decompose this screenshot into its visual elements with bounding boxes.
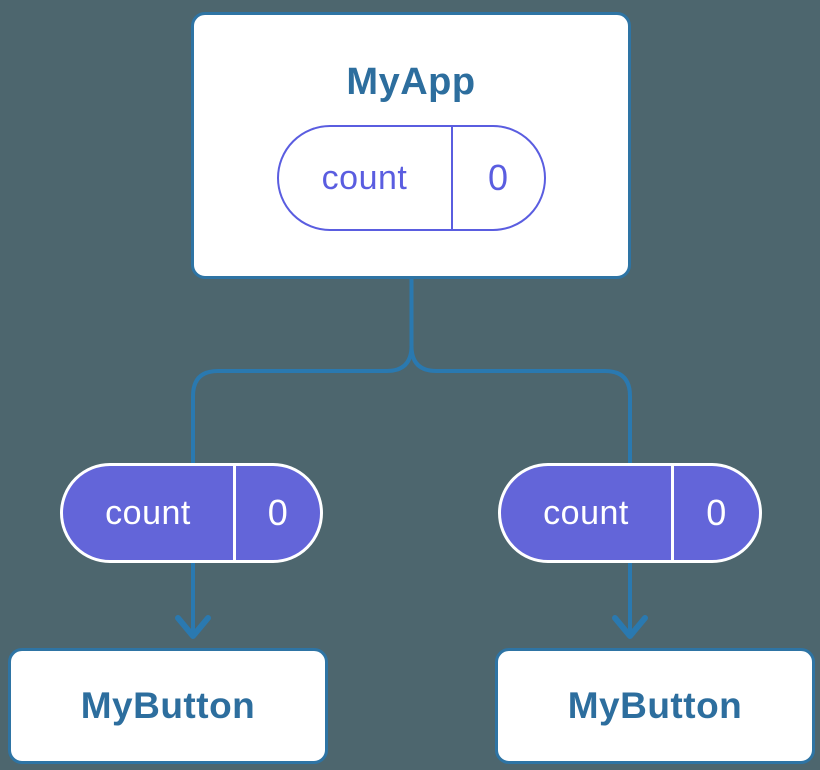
prop-pill-value: 0 [267,492,289,533]
mybutton-node-left: MyButton [8,648,328,764]
myapp-node: MyApp count 0 [191,12,631,279]
state-pill: count 0 [276,125,546,231]
connector-app-to-right-child [409,279,632,632]
prop-pill-name: count [105,493,191,532]
mybutton-node-title: MyButton [80,685,256,726]
state-pill-name: count [321,158,408,197]
state-pill-value: 0 [487,157,509,198]
myapp-node-title: MyApp [346,61,476,103]
arrow-down-icon [175,615,211,639]
prop-pill-name: count [543,493,629,532]
pill-divider [233,466,236,560]
prop-pill-left: count 0 [60,463,323,563]
pill-divider [671,466,674,560]
connector-app-to-left-child [191,279,414,632]
pill-divider [450,127,453,229]
prop-pill-right: count 0 [498,463,762,563]
mybutton-node-right: MyButton [495,648,815,764]
mybutton-node-title: MyButton [567,685,743,726]
arrow-down-icon [612,615,648,639]
prop-pill-value: 0 [706,492,727,533]
